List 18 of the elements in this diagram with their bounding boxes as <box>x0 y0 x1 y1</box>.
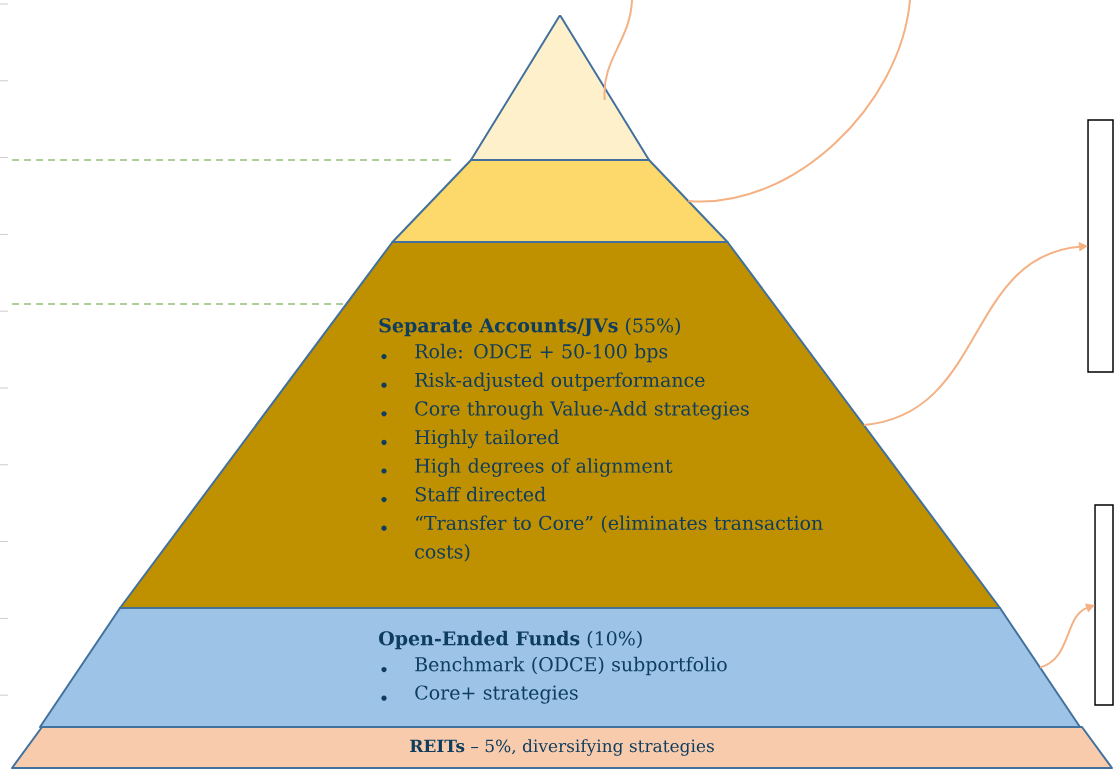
connector-line <box>603 0 633 101</box>
callout-box <box>1094 504 1114 706</box>
bullet-text: Core+ strategies <box>415 685 578 704</box>
bullet-text: Core through Value-Add strategies <box>415 401 749 420</box>
callout-box <box>1087 119 1114 373</box>
bullet-text: High degrees of alignment <box>415 458 673 477</box>
bullet-text: Role: ODCE + 50-100 bps <box>415 343 668 363</box>
pyramid-tip <box>470 15 650 161</box>
connector-line <box>687 0 911 202</box>
bullet-text: Risk-adjusted outperformance <box>415 372 705 392</box>
bullet-text: “Transfer to Core” (eliminates transaction costs) <box>415 515 823 562</box>
pyramid-band <box>391 159 729 243</box>
bullet-text: Staff directed <box>415 486 546 502</box>
band-heading: Separate Accounts/JVs (55%) <box>379 317 680 337</box>
band-heading: Open-Ended Funds (10%) <box>379 630 642 650</box>
bullet-text: Highly tailored <box>415 429 559 449</box>
bullet-text: Benchmark (ODCE) subportfolio <box>415 656 727 676</box>
band-text: REITs – 5%, diversifying strategies <box>410 739 714 756</box>
